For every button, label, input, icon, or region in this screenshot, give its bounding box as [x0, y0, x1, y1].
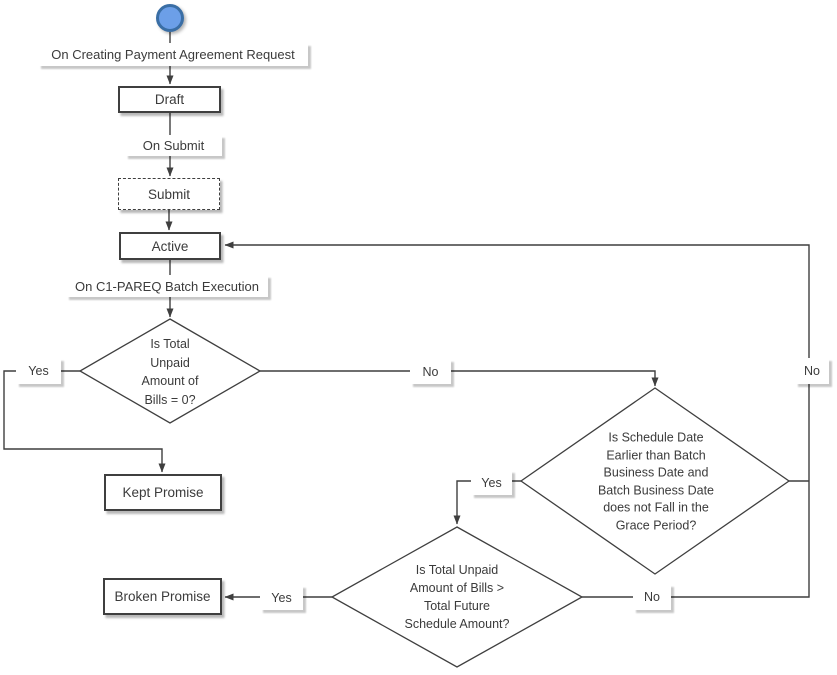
start-node: [156, 4, 184, 32]
state-submit: Submit: [118, 178, 220, 210]
decision-1-label: Is Total Unpaid Amount of Bills = 0?: [141, 337, 199, 407]
state-active: Active: [119, 232, 221, 260]
state-kept-promise: Kept Promise: [104, 474, 222, 511]
branch-label-decision1-no: No: [410, 359, 451, 384]
event-label-on-creating-payment-agreement-request: On Creating Payment Agreement Request: [38, 43, 308, 66]
branch-label-decision3-no: No: [633, 584, 671, 610]
decision-2-shape: [519, 387, 791, 575]
branch-label-decision2-no: No: [795, 358, 829, 384]
branch-label-decision1-yes: Yes: [16, 358, 61, 384]
decision-2-label: Is Schedule Date Earlier than Batch Busi…: [597, 430, 715, 533]
connector-no-return-to-active: [224, 241, 810, 598]
event-label-on-c1-pareq-batch-execution: On C1-PAREQ Batch Execution: [66, 275, 268, 297]
branch-label-decision2-yes: Yes: [471, 470, 512, 495]
decision-1-shape: [78, 318, 262, 424]
event-label-on-submit: On Submit: [125, 135, 222, 156]
decision-3-shape: [330, 526, 584, 668]
connector-decision1-no-to-decision2: [260, 370, 659, 387]
decision-3-label: Is Total Unpaid Amount of Bills > Total …: [404, 563, 510, 631]
state-broken-promise: Broken Promise: [103, 578, 222, 615]
state-draft: Draft: [118, 86, 221, 113]
branch-label-decision3-yes: Yes: [260, 585, 303, 610]
